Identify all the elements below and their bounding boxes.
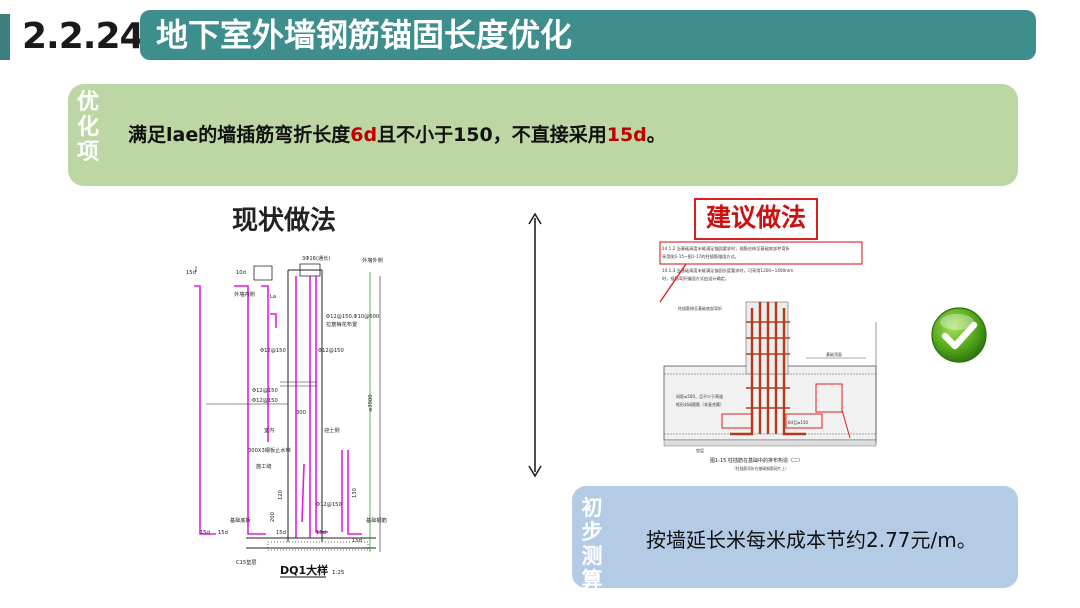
label-bar-3: Φ12@150 [252, 388, 278, 394]
spec-line-4: 时，插筋弯折锚固方式由设计确定。 [662, 275, 729, 282]
label-bottom-15d: 15d [218, 530, 228, 536]
label-bend-length: 6d且≥150 [788, 420, 809, 425]
label-base: C15垫层 [236, 558, 257, 566]
optimization-tag-char: 优 [76, 90, 99, 115]
label-top-10d: 10d [236, 270, 246, 276]
spec-line-2: 采用图1-15~图1-17的柱插筋锚固方式。 [662, 253, 739, 260]
optimization-box [68, 84, 1018, 186]
label-construction-joint: 施工缝 [256, 462, 272, 470]
label-la: La [270, 294, 276, 300]
divider-double-arrow-icon [528, 212, 542, 478]
note-left: 柱插筋伸至基础底部弯折 [678, 305, 722, 311]
savings-tag: 初 步 测 算 [575, 496, 609, 592]
highlight-15d: 15d [606, 124, 647, 146]
current-practice-drawing: 15d 10d 3Φ16(通长) 外墙外侧 外墙内侧 La Φ12@150,Φ1… [186, 254, 387, 578]
label-bottom-15d: 15d [276, 530, 286, 536]
label-rebar-right: 基础钢筋 [366, 516, 387, 524]
header-accent-bar [0, 14, 10, 60]
spec-line-3: 14.1.3 当基础高度未能满足锚固长度要求时，可采用1200~1400mm [662, 267, 793, 274]
optimization-tag: 优 化 项 [70, 90, 106, 165]
spec-line-1: 14.1.2 当基础高度未能满足锚固要求时，插筋应伸至基础底部并弯折 [662, 245, 790, 252]
green-check-icon [931, 307, 987, 363]
optimization-tag-char: 项 [76, 140, 99, 165]
suggested-title-frame [694, 198, 818, 240]
label-bottom-15d: 15d [316, 530, 326, 536]
optimization-text-part: 且不小于150，不直接采用 [377, 124, 607, 146]
drawing-caption: DQ1大样 [280, 563, 328, 577]
label-inner: 外墙内侧 [234, 290, 255, 298]
optimization-text-part: 。 [646, 124, 666, 146]
label-outer: 外墙外侧 [362, 256, 383, 264]
title-bar [140, 10, 1036, 60]
highlight-6d: 6d [350, 124, 378, 146]
label-bottom-15d: 15d [200, 530, 210, 536]
label-bar-1: Φ12@150 [260, 348, 286, 354]
note-left-2: 间距≤500，且不少于两道 [676, 393, 723, 399]
optimization-text: 满足lae的墙插筋弯折长度6d且不小于150，不直接采用15d。 [128, 120, 666, 147]
note-left-3: 矩形封闭箍筋（非复合箍） [676, 401, 724, 407]
suggested-practice-title: 建议做法 [705, 203, 806, 232]
label-dim-300: 300 [296, 410, 306, 416]
drawing-caption-right: 图1-15 柱插筋在基础中的排布构造（二） [710, 457, 803, 464]
label-top-15d: 15d [186, 270, 196, 276]
savings-tag-char: 测 [581, 544, 603, 568]
optimization-text-part: 满足lae的墙插筋弯折长度 [128, 124, 351, 146]
label-dim-130: 130 [352, 488, 358, 498]
drawing-caption-sub: （柱插筋弯折在基础钢筋网片上） [732, 466, 789, 471]
label-dim-200: 200 [270, 512, 276, 522]
label-bar-2: Φ12@150 [318, 348, 344, 354]
savings-tag-char: 初 [581, 496, 603, 520]
label-soil-side: 迎土侧 [324, 426, 340, 434]
savings-text: 按墙延长米每米成本节约2.77元/m。 [646, 528, 977, 552]
label-indoor: 室内 [264, 426, 274, 434]
label-foundation: 基础底板 [230, 516, 252, 524]
drawing-scale: 1:25 [332, 570, 345, 576]
label-bar-4: Φ12@150 [252, 398, 278, 404]
label-lap-note: Φ12@150,Φ10@600 [326, 314, 379, 320]
current-practice-title: 现状做法 [232, 206, 337, 236]
optimization-tag-char: 化 [76, 115, 99, 140]
label-cushion: 垫层 [696, 447, 704, 453]
savings-box [572, 486, 1018, 588]
label-bar-5: Φ12@150 [316, 502, 342, 508]
savings-tag-char: 步 [581, 520, 603, 544]
label-dim-3900: ≤3900 [368, 394, 374, 412]
page-title: 地下室外墙钢筋锚固长度优化 [156, 16, 573, 54]
suggested-practice-drawing: 14.1.2 当基础高度未能满足锚固要求时，插筋应伸至基础底部并弯折 采用图1-… [659, 241, 877, 471]
section-number: 2.2.24 [22, 16, 145, 57]
label-tie-note: 拉筋梅花布置 [326, 320, 357, 328]
label-top-bar: 3Φ16(通长) [302, 254, 330, 262]
label-bottom-15d: 15d [352, 538, 362, 544]
label-foundation-top: 基础顶面 [826, 351, 842, 357]
savings-tag-char: 算 [581, 568, 603, 592]
label-waterstop: 300X3钢板止水带 [248, 446, 291, 454]
label-dim-120: 120 [278, 490, 284, 500]
